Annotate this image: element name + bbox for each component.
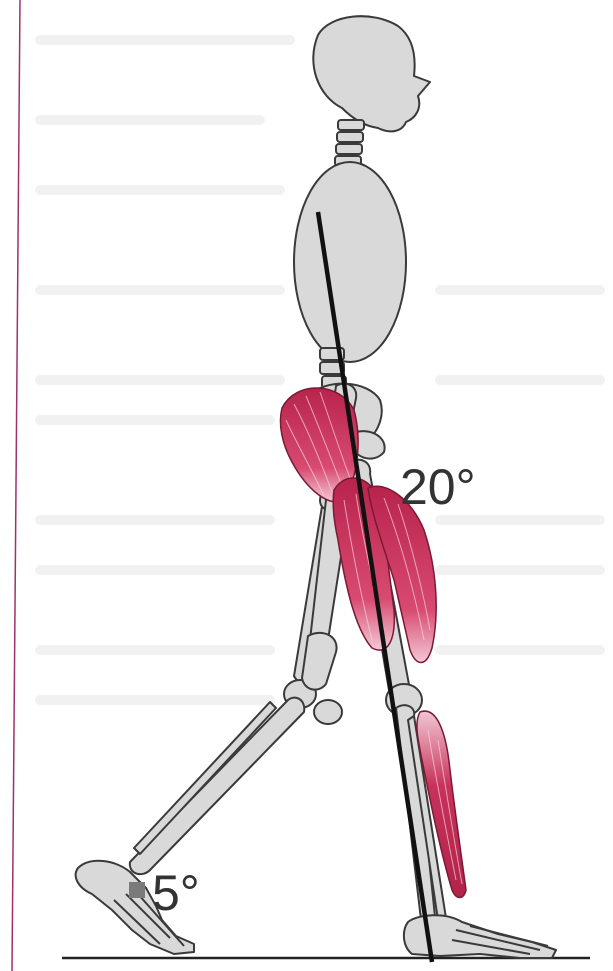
ankle-angle-label: 5° [152,868,200,918]
thorax [294,162,406,362]
hand [302,633,337,690]
trunk-angle-label: 20° [400,462,476,512]
cervical-spine [335,120,364,166]
skull [313,16,430,131]
page-edge-line [12,0,20,971]
rear-patella [314,700,342,724]
rear-tibia [130,698,304,875]
ankle-angle-marker [129,882,145,898]
rear-fibula [134,702,276,854]
